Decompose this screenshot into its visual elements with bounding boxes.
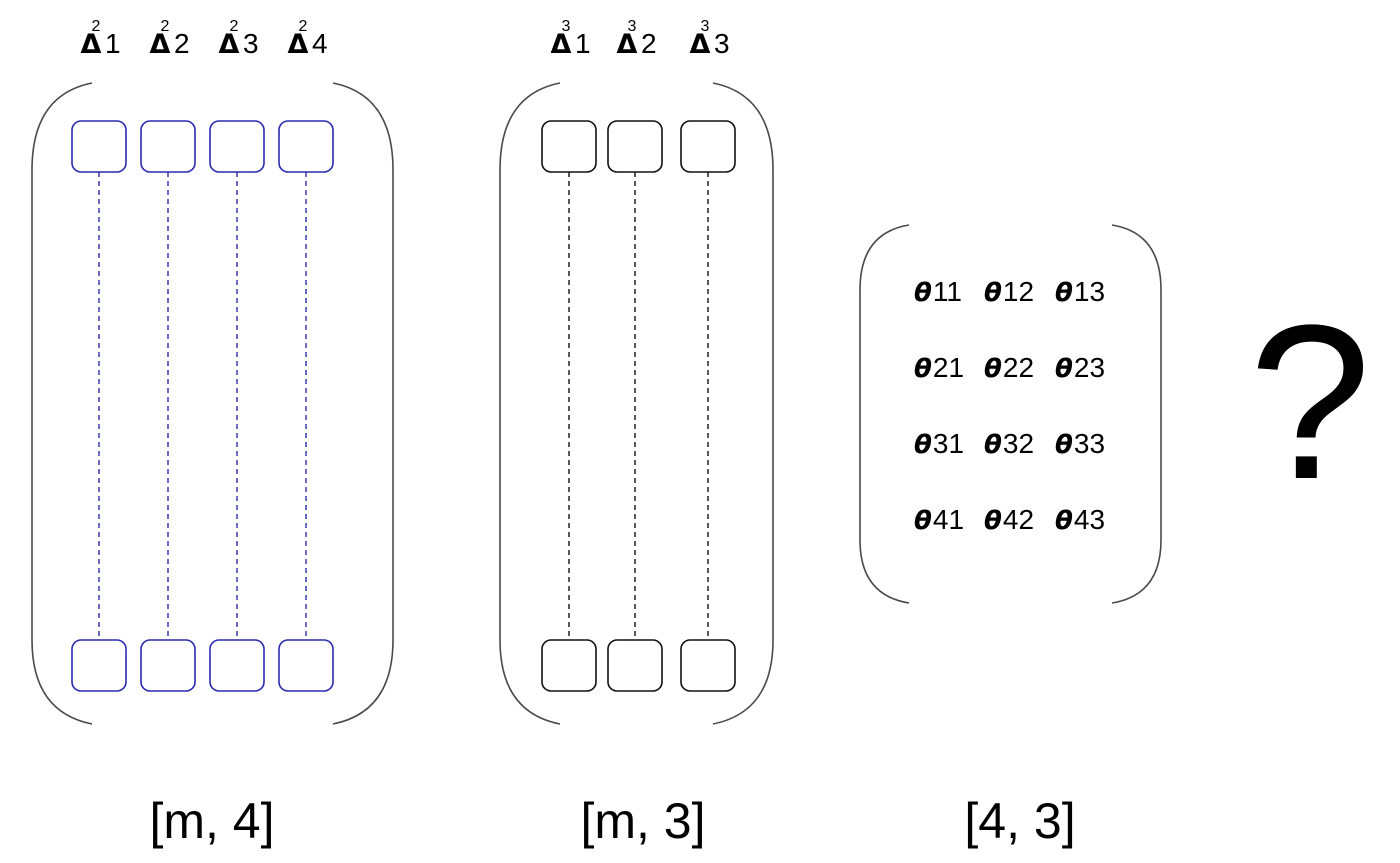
theta-cell-41: θ41: [914, 504, 964, 536]
matrix_delta2-column-1: [71, 120, 127, 692]
theta-cell-31: θ31: [914, 428, 964, 460]
delta-superscript: 2: [299, 18, 308, 35]
delta-index: 2: [174, 28, 190, 59]
theta-index: 33: [1074, 428, 1105, 459]
matrix_delta2-header-3: Δ23: [219, 18, 259, 60]
delta-superscript: 3: [628, 18, 637, 35]
matrix_delta2-column-2: [140, 120, 196, 692]
theta-cell-11: θ11: [914, 276, 962, 308]
matrix-theta-left-bracket: [859, 224, 910, 604]
theta-cell-21: θ21: [914, 352, 964, 384]
theta-index: 11: [933, 276, 962, 307]
delta-superscript: 2: [230, 18, 239, 35]
matrix_delta2-column-3: [209, 120, 265, 692]
theta-symbol: θ: [914, 278, 932, 308]
column-bottom-cell: [140, 639, 196, 692]
column-top-cell: [209, 120, 265, 173]
column-bottom-cell: [71, 639, 127, 692]
theta-index: 22: [1003, 352, 1034, 383]
matrix-delta2-shape-label: [m, 4]: [149, 793, 274, 849]
theta-symbol: θ: [984, 506, 1002, 536]
theta-index: 32: [1003, 428, 1034, 459]
column-bottom-cell: [278, 639, 334, 692]
theta-cell-43: θ43: [1055, 504, 1105, 536]
delta-symbol: Δ: [690, 29, 711, 60]
column-top-cell: [71, 120, 127, 173]
theta-index: 42: [1003, 504, 1034, 535]
theta-symbol: θ: [984, 430, 1002, 460]
theta-cell-13: θ13: [1055, 276, 1105, 308]
matrix_delta2-column-4: [278, 120, 334, 692]
column-top-cell: [541, 120, 597, 173]
theta-symbol: θ: [984, 354, 1002, 384]
delta-superscript: 3: [701, 18, 710, 35]
theta-index: 21: [933, 352, 964, 383]
matrix_delta3-column-1: [541, 120, 597, 692]
matrix_delta3-header-2: Δ32: [617, 18, 657, 60]
question-mark: ?: [1249, 279, 1371, 525]
delta-symbol: Δ: [617, 29, 638, 60]
column-top-cell: [607, 120, 663, 173]
delta-index: 1: [575, 28, 591, 59]
delta-index: 4: [312, 28, 328, 59]
matrix-theta-right-bracket: [1111, 224, 1162, 604]
matrix_delta2-header-1: Δ21: [81, 18, 121, 60]
theta-symbol: θ: [1055, 354, 1073, 384]
theta-cell-32: θ32: [984, 428, 1034, 460]
theta-cell-12: θ12: [984, 276, 1034, 308]
matrix-delta3-right-bracket: [712, 82, 774, 725]
theta-index: 12: [1003, 276, 1034, 307]
delta-symbol: Δ: [219, 29, 240, 60]
theta-cell-22: θ22: [984, 352, 1034, 384]
column-bottom-cell: [607, 639, 663, 692]
theta-symbol: θ: [914, 354, 932, 384]
delta-superscript: 3: [562, 18, 571, 35]
delta-symbol: Δ: [150, 29, 171, 60]
matrix-delta2-right-bracket: [332, 82, 394, 725]
column-bottom-cell: [680, 639, 736, 692]
theta-symbol: θ: [1055, 506, 1073, 536]
delta-index: 3: [714, 28, 730, 59]
theta-symbol: θ: [1055, 430, 1073, 460]
theta-index: 41: [933, 504, 964, 535]
matrix-delta2-left-bracket: [31, 82, 93, 725]
theta-cell-23: θ23: [1055, 352, 1105, 384]
theta-index: 43: [1074, 504, 1105, 535]
theta-index: 31: [933, 428, 964, 459]
delta-index: 3: [243, 28, 259, 59]
matrix-delta3-shape-label: [m, 3]: [580, 793, 705, 849]
delta-symbol: Δ: [551, 29, 572, 60]
matrix-theta-shape-label: [4, 3]: [964, 793, 1075, 849]
matrix_delta2-header-4: Δ24: [288, 18, 328, 60]
matrix_delta3-column-2: [607, 120, 663, 692]
theta-cell-33: θ33: [1055, 428, 1105, 460]
matrix_delta3-column-3: [680, 120, 736, 692]
matrix_delta3-header-1: Δ31: [551, 18, 591, 60]
theta-symbol: θ: [914, 430, 932, 460]
theta-symbol: θ: [914, 506, 932, 536]
matrix_delta2-header-2: Δ22: [150, 18, 190, 60]
theta-cell-42: θ42: [984, 504, 1034, 536]
matrix_delta3-header-3: Δ33: [690, 18, 730, 60]
delta-index: 1: [105, 28, 121, 59]
column-top-cell: [140, 120, 196, 173]
delta-superscript: 2: [92, 18, 101, 35]
column-bottom-cell: [209, 639, 265, 692]
delta-symbol: Δ: [81, 29, 102, 60]
delta-symbol: Δ: [288, 29, 309, 60]
theta-index: 13: [1074, 276, 1105, 307]
delta-index: 2: [641, 28, 657, 59]
theta-symbol: θ: [984, 278, 1002, 308]
matrix-delta3-left-bracket: [499, 82, 561, 725]
column-bottom-cell: [541, 639, 597, 692]
theta-symbol: θ: [1055, 278, 1073, 308]
delta-superscript: 2: [161, 18, 170, 35]
column-top-cell: [278, 120, 334, 173]
theta-index: 23: [1074, 352, 1105, 383]
column-top-cell: [680, 120, 736, 173]
